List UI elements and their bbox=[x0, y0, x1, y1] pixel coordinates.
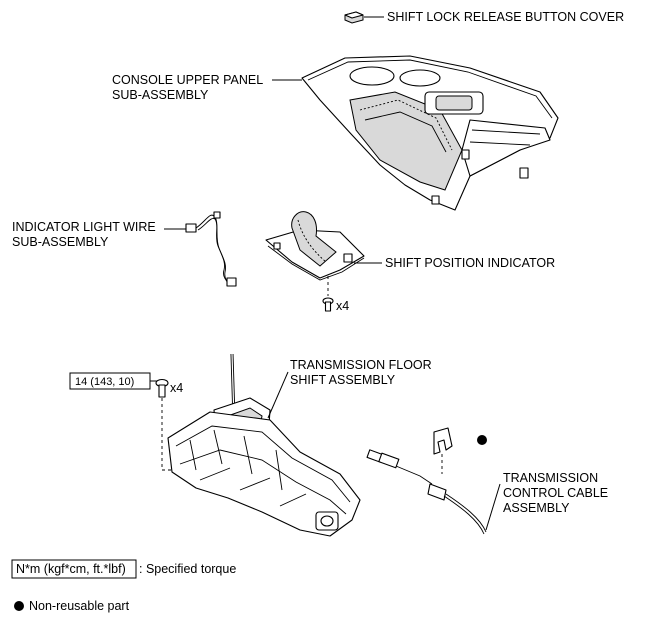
indicator-light-wire bbox=[164, 211, 237, 287]
indicator-light-wire-label-line1: INDICATOR LIGHT WIRE bbox=[12, 220, 156, 234]
torque-spec-value: 14 (143, 10) bbox=[75, 376, 134, 388]
transmission-control-cable bbox=[366, 427, 501, 535]
leader-line bbox=[267, 371, 289, 419]
control-cable-label-line3: ASSEMBLY bbox=[503, 501, 570, 515]
legend-torque-box bbox=[11, 559, 137, 579]
shift-lock-cover-label: SHIFT LOCK RELEASE BUTTON COVER bbox=[387, 10, 624, 24]
control-cable-label-line2: CONTROL CABLE bbox=[503, 486, 608, 500]
console-upper-panel-label-line1: CONSOLE UPPER PANEL bbox=[112, 73, 263, 87]
non-reusable-mark bbox=[477, 435, 487, 445]
indicator-screw-icon bbox=[322, 276, 334, 312]
legend-non-reusable-icon bbox=[14, 601, 24, 611]
console-upper-panel bbox=[272, 55, 559, 211]
floor-bolt-icon bbox=[155, 378, 169, 398]
floor-shift-label-line1: TRANSMISSION FLOOR bbox=[290, 358, 432, 372]
legend-torque-desc: : Specified torque bbox=[139, 562, 236, 576]
shift-position-indicator-label: SHIFT POSITION INDICATOR bbox=[385, 256, 555, 270]
legend-non-reusable-text: Non-reusable part bbox=[29, 599, 130, 613]
console-upper-panel-label-line2: SUB-ASSEMBLY bbox=[112, 88, 209, 102]
transmission-floor-shift-assembly bbox=[167, 353, 361, 537]
shift-lock-release-button-cover bbox=[344, 11, 384, 24]
legend-torque-units: N*m (kgf*cm, ft.*lbf) bbox=[16, 562, 126, 576]
floor-bolts-qty: x4 bbox=[170, 381, 183, 395]
leader-line bbox=[485, 483, 501, 531]
floor-shift-label-line2: SHIFT ASSEMBLY bbox=[290, 373, 396, 387]
control-cable-label-line1: TRANSMISSION bbox=[503, 471, 598, 485]
shift-position-indicator bbox=[265, 211, 382, 281]
indicator-light-wire-label-line2: SUB-ASSEMBLY bbox=[12, 235, 109, 249]
indicator-screws-qty: x4 bbox=[336, 299, 349, 313]
